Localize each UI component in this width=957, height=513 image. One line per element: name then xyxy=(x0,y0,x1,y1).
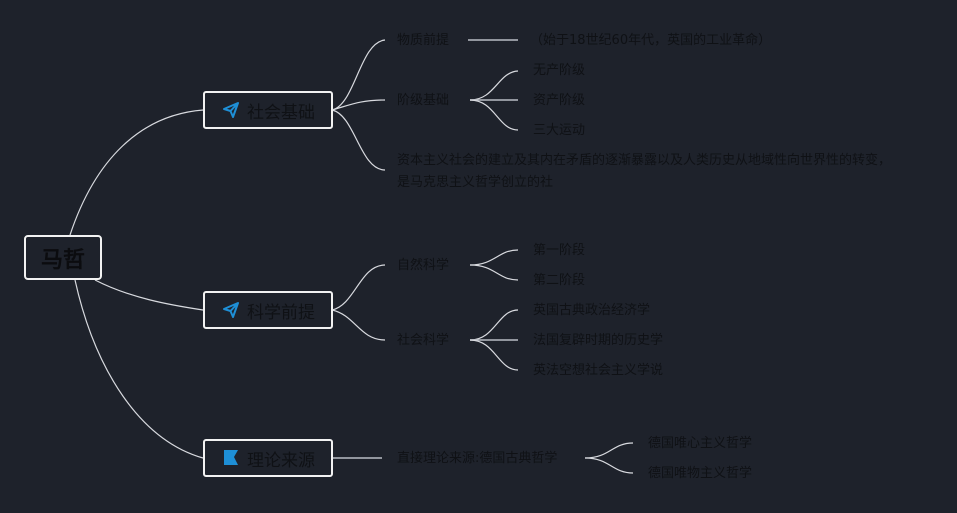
connector-socsci-economics xyxy=(469,309,519,341)
paper-plane-icon xyxy=(223,102,239,118)
topic-label: 德国唯物主义哲学 xyxy=(648,466,753,481)
topic-utopian-socialism[interactable]: 英法空想社会主义学说 xyxy=(533,363,663,379)
topic-stage-two[interactable]: 第二阶段 xyxy=(533,273,585,289)
connector-social-long xyxy=(331,109,386,171)
topic-social-science[interactable]: 社会科学 xyxy=(397,333,449,349)
topic-label: 资本主义社会的建立及其内在矛盾的逐渐暴露以及人类历史从地域性向世界性的转变，是马… xyxy=(397,153,892,190)
topic-bourgeoisie[interactable]: 资产阶级 xyxy=(533,93,585,109)
root-node[interactable]: 马哲 xyxy=(24,235,102,280)
topic-industrial-revolution[interactable]: （始于18世纪60年代，英国的工业革命） xyxy=(530,33,771,49)
connector-natural-stage2 xyxy=(469,264,519,281)
flag-icon xyxy=(224,450,238,465)
topic-class-basis[interactable]: 阶级基础 xyxy=(397,93,449,109)
connector-root-social xyxy=(69,109,204,236)
topic-label: 直接理论来源:德国古典哲学 xyxy=(397,451,558,466)
topic-german-idealism[interactable]: 德国唯心主义哲学 xyxy=(648,436,752,452)
topic-label: 英国古典政治经济学 xyxy=(533,303,651,318)
topic-label: （始于18世纪60年代，英国的工业革命） xyxy=(530,33,772,48)
connector-social-material xyxy=(331,39,386,111)
connector-root-theory xyxy=(74,279,204,459)
topic-political-economy[interactable]: 英国古典政治经济学 xyxy=(533,303,650,319)
topic-label: 物质前提 xyxy=(397,33,450,48)
branch-scientific-premise[interactable]: 科学前提 xyxy=(203,291,333,329)
branch-label: 社会基础 xyxy=(247,102,315,123)
connector-natural-stage1 xyxy=(469,249,519,266)
topic-label: 德国唯心主义哲学 xyxy=(648,436,753,451)
topic-label: 法国复辟时期的历史学 xyxy=(533,333,664,348)
connector-german-materialism xyxy=(584,457,634,474)
connector-class-proletariat xyxy=(469,70,519,101)
topic-label: 第一阶段 xyxy=(533,243,586,258)
topic-label: 英法空想社会主义学说 xyxy=(533,363,664,378)
topic-proletariat[interactable]: 无产阶级 xyxy=(533,63,585,79)
topic-label: 资产阶级 xyxy=(533,93,586,108)
topic-label: 第二阶段 xyxy=(533,273,586,288)
connector-socsci-utopian xyxy=(469,339,519,371)
connector-science-natural xyxy=(331,264,386,311)
connector-social-class xyxy=(331,99,386,111)
topic-label: 社会科学 xyxy=(397,333,450,348)
topic-german-materialism[interactable]: 德国唯物主义哲学 xyxy=(648,466,752,482)
branch-theory-source[interactable]: 理论来源 xyxy=(203,439,333,477)
topic-natural-science[interactable]: 自然科学 xyxy=(397,258,449,274)
topic-label: 无产阶级 xyxy=(533,63,586,78)
topic-three-movements[interactable]: 三大运动 xyxy=(533,123,585,139)
topic-french-history[interactable]: 法国复辟时期的历史学 xyxy=(533,333,663,349)
branch-label: 理论来源 xyxy=(247,450,315,471)
connector-root-science xyxy=(94,279,204,311)
topic-label: 三大运动 xyxy=(533,123,586,138)
topic-material-premise[interactable]: 物质前提 xyxy=(397,33,449,49)
connector-science-social xyxy=(331,309,386,341)
branch-label: 科学前提 xyxy=(247,302,315,323)
topic-social-conditions[interactable]: 资本主义社会的建立及其内在矛盾的逐渐暴露以及人类历史从地域性向世界性的转变，是马… xyxy=(397,150,897,194)
root-label: 马哲 xyxy=(40,247,85,273)
connector-german-idealism xyxy=(584,442,634,459)
connector-class-movements xyxy=(469,99,519,131)
topic-label: 自然科学 xyxy=(397,258,450,273)
branch-social-basis[interactable]: 社会基础 xyxy=(203,91,333,129)
topic-label: 阶级基础 xyxy=(397,93,450,108)
topic-stage-one[interactable]: 第一阶段 xyxy=(533,243,585,259)
topic-german-classical-philosophy[interactable]: 直接理论来源:德国古典哲学 xyxy=(397,451,557,467)
paper-plane-icon xyxy=(223,302,239,318)
